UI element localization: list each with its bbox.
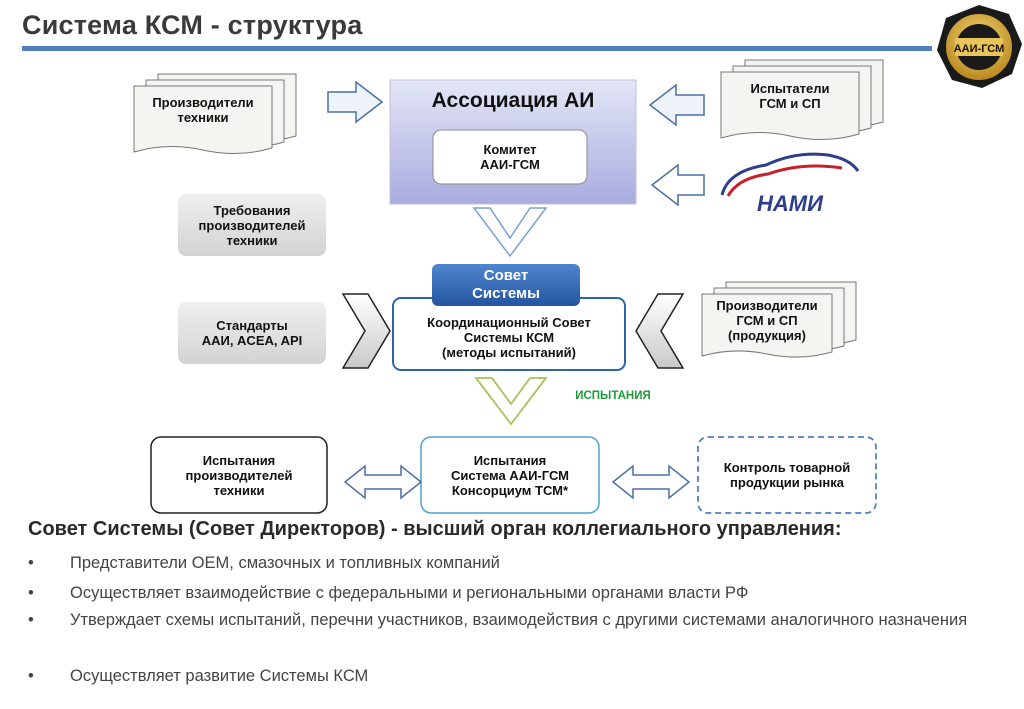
nami-logo-icon: НАМИ xyxy=(720,152,860,216)
tests-manufacturers-label: Испытания производителей техники xyxy=(185,452,293,498)
manufacturers-label: Производители техники xyxy=(152,95,254,125)
page-title: Система КСМ - структура xyxy=(22,10,363,40)
producers-label: Производители ГСМ и СП (продукция) xyxy=(716,297,818,343)
double-arrow-icon xyxy=(611,464,691,500)
requirements-label: Требования производителей техники xyxy=(198,202,306,248)
bullet-dot-icon: • xyxy=(28,554,34,572)
bullet-dot-icon: • xyxy=(28,611,34,629)
association-title: Ассоциация АИ xyxy=(431,89,595,112)
badge-center-text: ААИ-ГСМ xyxy=(954,43,1005,55)
testers-doc-stack-icon xyxy=(720,59,884,141)
bullet-text: Осуществляет развитие Системы КСМ xyxy=(70,667,369,685)
tests-tag: ИСПЫТАНИЯ xyxy=(575,389,651,402)
council-tab xyxy=(432,264,580,306)
council-heading: Совет Системы (Совет Директоров) - высши… xyxy=(28,518,842,540)
producers-doc-stack-icon xyxy=(701,281,857,358)
bullet-text: Утверждает схемы испытаний, перечни учас… xyxy=(70,611,968,629)
arrow-right-icon xyxy=(327,80,384,124)
coord-council-label: Координационный Совет Системы КСМ (метод… xyxy=(427,314,591,360)
market-control-label: Контроль товарной продукции рынка xyxy=(723,460,851,490)
arrow-left-icon xyxy=(648,83,705,127)
council-tab-label: Совет Системы xyxy=(472,267,540,302)
standards-label: Стандарты ААИ, ACEA, API xyxy=(201,318,303,348)
aai-gsm-badge-icon: ААИ-ГСМ xyxy=(937,5,1022,88)
chevron-down-icon xyxy=(472,207,548,258)
committee-box xyxy=(432,129,588,185)
market-control-box xyxy=(697,436,877,514)
testers-label: Испытатели ГСМ и СП xyxy=(750,81,830,111)
manufacturers-doc-stack-icon xyxy=(133,73,297,155)
committee-label: Комитет ААИ-ГСМ xyxy=(480,142,540,172)
bullet-text: Осуществляет взаимодействие с федеральны… xyxy=(70,584,749,602)
tests-system-label: Испытания Система ААИ-ГСМ Консорциум ТСМ… xyxy=(450,452,569,498)
requirements-box xyxy=(178,194,326,256)
bullet-dot-icon: • xyxy=(28,667,34,685)
arrow-left-icon xyxy=(650,163,705,207)
chevron-right-icon xyxy=(341,293,391,369)
nami-logo-text: НАМИ xyxy=(757,191,824,216)
green-chevron-down-icon xyxy=(474,377,548,426)
chevron-left-icon xyxy=(635,293,685,369)
bullet-dot-icon: • xyxy=(28,584,34,602)
tests-manufacturers-box xyxy=(150,436,328,514)
standards-box xyxy=(178,302,326,364)
bullet-text: Представители ОЕМ, смазочных и топливных… xyxy=(70,554,500,572)
title-divider xyxy=(22,46,932,51)
double-arrow-icon xyxy=(343,464,423,500)
tests-system-box xyxy=(420,436,600,514)
